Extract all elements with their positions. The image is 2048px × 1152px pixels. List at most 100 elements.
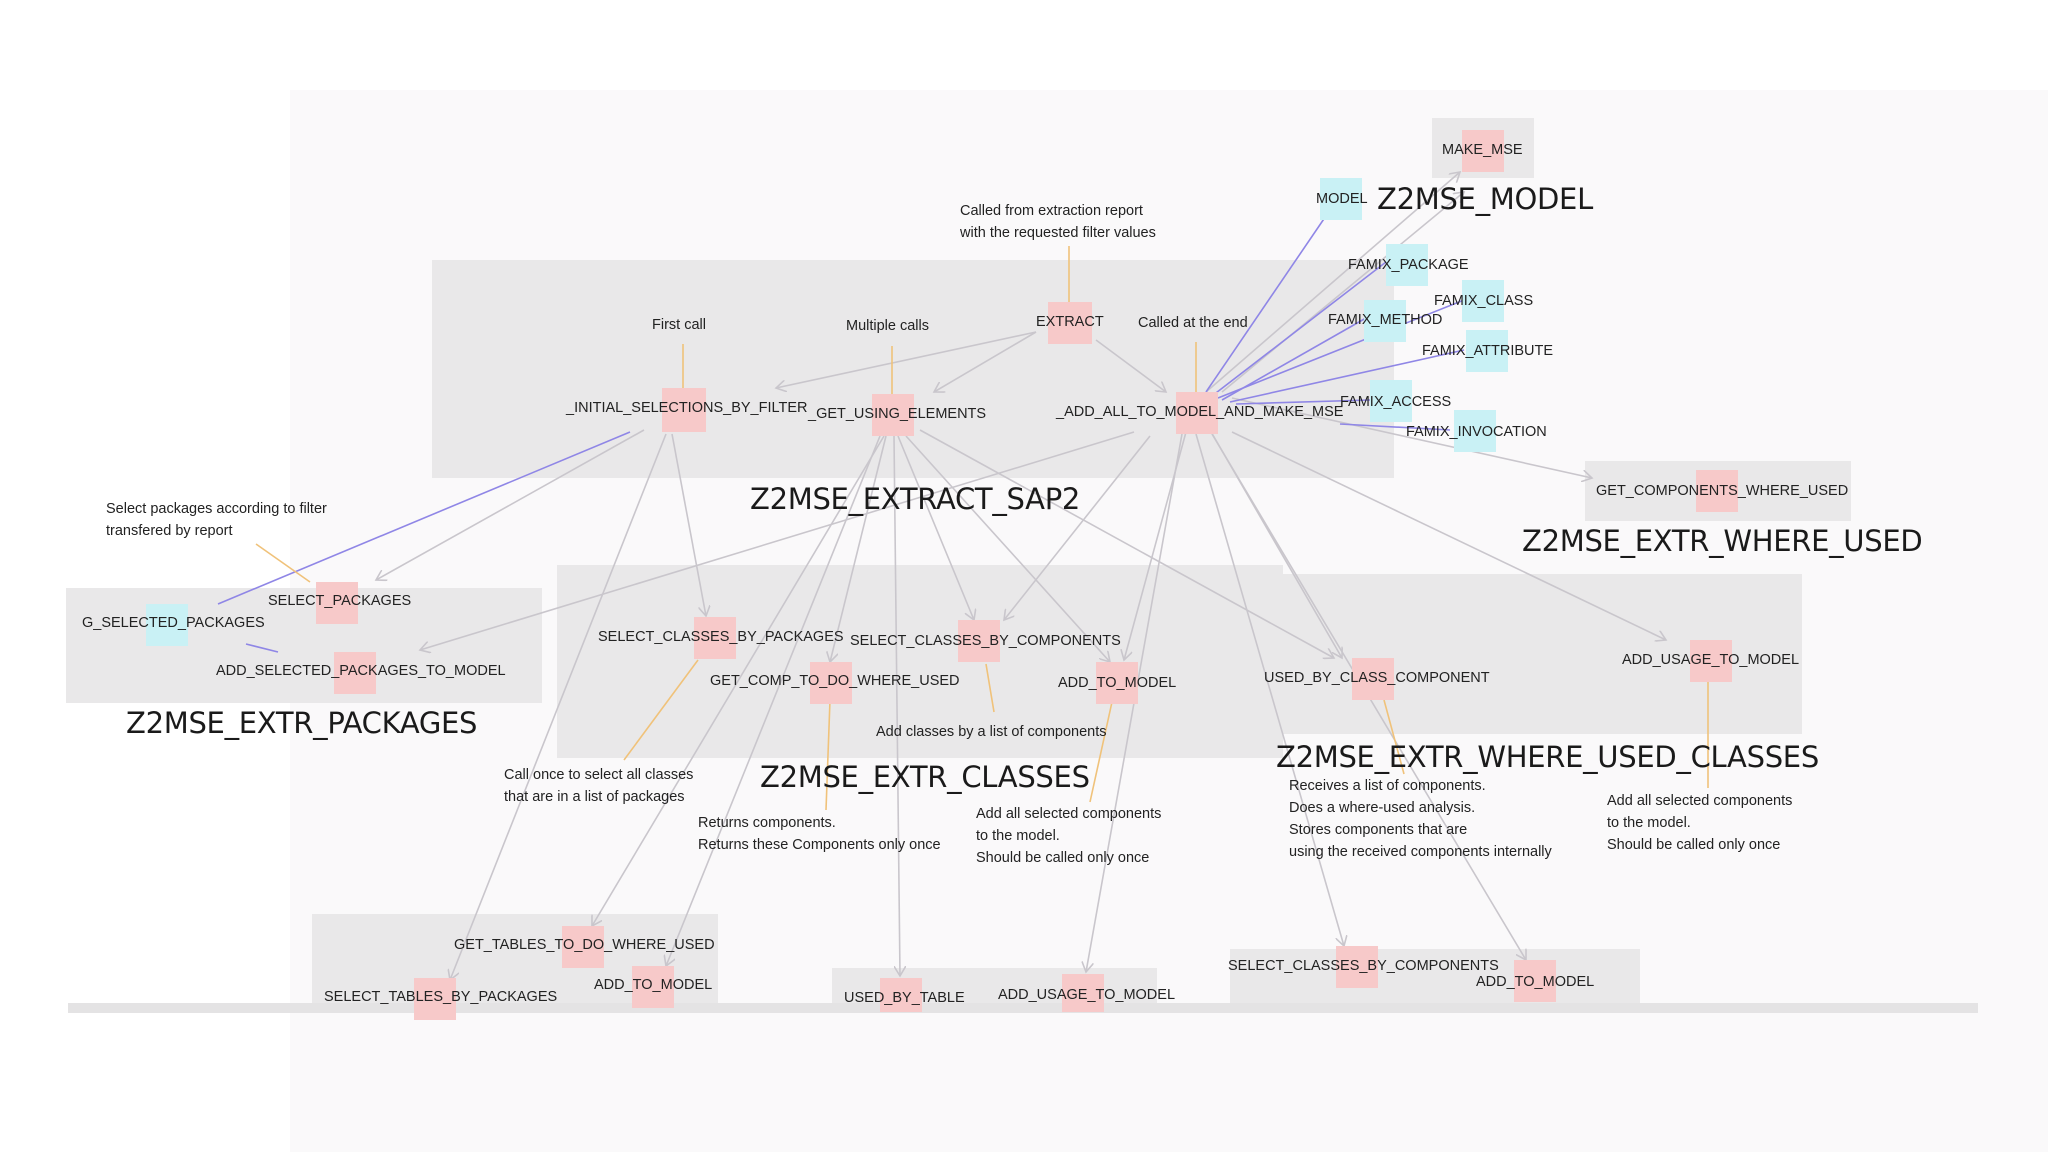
access-edge — [1211, 261, 1387, 397]
note-line: Returns these Components only once — [698, 837, 941, 853]
node-extract[interactable]: EXTRACT — [1036, 314, 1104, 330]
note-called-at-end: Called at the end — [1138, 312, 1248, 334]
add-usage-to-model-bottom-marker — [1062, 974, 1104, 1012]
note-line: Returns components. — [698, 815, 836, 831]
note-line: Does a where-used analysis. — [1289, 800, 1476, 816]
note-connector — [825, 699, 831, 811]
famix-class-marker — [1462, 280, 1504, 322]
node-select-classes-by-components-bottom[interactable]: SELECT_CLASSES_BY_COMPONENTS — [1228, 958, 1499, 974]
node-add-to-model-bottom[interactable]: ADD_TO_MODEL — [1476, 974, 1595, 990]
famix-access-marker — [1370, 380, 1412, 422]
call-edge — [776, 331, 1037, 388]
select-classes-by-components-bottom-marker — [1336, 946, 1378, 988]
node-select-classes-by-components[interactable]: SELECT_CLASSES_BY_COMPONENTS — [850, 633, 1121, 649]
node-select-classes-by-packages[interactable]: SELECT_CLASSES_BY_PACKAGES — [598, 629, 844, 645]
famix-invocation-marker — [1454, 410, 1496, 452]
node-initial-selections[interactable]: _INITIAL_SELECTIONS_BY_FILTER — [566, 400, 808, 416]
famix-package-marker — [1386, 244, 1428, 286]
add-to-model-tables-marker — [632, 966, 674, 1008]
call-edge — [905, 435, 1110, 662]
package-title-z2mse-model: Z2MSE_MODEL — [1377, 182, 1593, 216]
model-marker — [1320, 178, 1362, 220]
note-line: Called at the end — [1138, 315, 1248, 331]
call-edge — [666, 435, 881, 966]
note-called-from-report: Called from extraction report with the r… — [960, 200, 1156, 244]
node-select-packages[interactable]: SELECT_PACKAGES — [268, 593, 412, 609]
node-famix-class[interactable]: FAMIX_CLASS — [1434, 293, 1534, 309]
note-line: with the requested filter values — [960, 225, 1156, 241]
access-edge — [1229, 349, 1465, 403]
note-connector — [255, 543, 311, 583]
call-edge — [1205, 172, 1460, 393]
node-famix-method[interactable]: FAMIX_METHOD — [1328, 312, 1443, 328]
node-add-to-model-tables[interactable]: ADD_TO_MODEL — [594, 977, 713, 993]
node-famix-access[interactable]: FAMIX_ACCESS — [1340, 394, 1452, 410]
node-add-all-to-model[interactable]: _ADD_ALL_TO_MODEL_AND_MAKE_MSE — [1056, 404, 1344, 420]
package-title-z2mse-extract-sap2: Z2MSE_EXTRACT_SAP2 — [750, 482, 1081, 516]
access-edge — [245, 643, 279, 653]
select-tables-by-packages-marker — [414, 978, 456, 1020]
note-add-all-selected-2: Add all selected components to the model… — [1607, 790, 1792, 856]
access-edge — [1205, 209, 1331, 393]
node-add-usage-to-model-bottom[interactable]: ADD_USAGE_TO_MODEL — [998, 987, 1176, 1003]
note-line: Receives a list of components. — [1289, 778, 1486, 794]
access-edge — [1217, 299, 1465, 399]
note-line: Should be called only once — [1607, 837, 1781, 853]
call-edge — [592, 435, 885, 926]
get-comp-to-do-marker — [810, 662, 852, 704]
call-edge — [671, 433, 706, 616]
note-returns-components: Returns components. Returns these Compon… — [698, 812, 941, 856]
package-title-z2mse-extr-where-used-classes: Z2MSE_EXTR_WHERE_USED_CLASSES — [1276, 740, 1819, 774]
node-get-comp-to-do[interactable]: GET_COMP_TO_DO_WHERE_USED — [710, 673, 960, 689]
add-all-to-model-marker — [1176, 392, 1218, 434]
access-edge — [217, 431, 631, 605]
note-connector — [985, 663, 995, 713]
note-line: using the received components internally — [1289, 844, 1552, 860]
select-classes-by-packages-marker — [694, 617, 736, 659]
call-edge — [934, 331, 1037, 392]
note-line: transfered by report — [106, 523, 233, 539]
note-line: Add all selected components — [1607, 793, 1793, 809]
call-edge — [376, 429, 645, 580]
add-to-model-classes-marker — [1096, 662, 1138, 704]
node-add-usage-to-model-wuc[interactable]: ADD_USAGE_TO_MODEL — [1622, 652, 1800, 668]
node-get-components-where-used[interactable]: GET_COMPONENTS_WHERE_USED — [1596, 483, 1849, 499]
node-used-by-class-component[interactable]: USED_BY_CLASS_COMPONENT — [1264, 670, 1490, 686]
access-edge — [1221, 317, 1367, 401]
node-get-tables-to-do[interactable]: GET_TABLES_TO_DO_WHERE_USED — [454, 937, 715, 953]
access-edge — [1235, 399, 1371, 405]
node-famix-attribute[interactable]: FAMIX_ATTRIBUTE — [1422, 343, 1554, 359]
node-famix-invocation[interactable]: FAMIX_INVOCATION — [1406, 424, 1547, 440]
node-get-using-elements[interactable]: _GET_USING_ELEMENTS — [808, 406, 987, 422]
add-selected-packages-marker — [334, 652, 376, 694]
node-add-to-model-classes[interactable]: ADD_TO_MODEL — [1058, 675, 1177, 691]
used-by-class-component-marker — [1352, 658, 1394, 700]
node-used-by-table[interactable]: USED_BY_TABLE — [844, 990, 965, 1006]
g-selected-packages-marker — [146, 604, 188, 646]
node-famix-package[interactable]: FAMIX_PACKAGE — [1348, 257, 1469, 273]
note-edges — [255, 246, 1709, 811]
node-model[interactable]: MODEL — [1316, 191, 1368, 207]
access-edge — [1339, 423, 1451, 431]
call-edge — [420, 431, 1135, 650]
note-line: that are in a list of packages — [504, 789, 685, 805]
note-receives-list: Receives a list of components. Does a wh… — [1289, 775, 1552, 863]
node-add-selected-packages[interactable]: ADD_SELECTED_PACKAGES_TO_MODEL — [216, 663, 506, 679]
node-g-selected-packages[interactable]: G_SELECTED_PACKAGES — [82, 615, 265, 631]
group-classes-bottom — [1230, 949, 1640, 1007]
package-title-z2mse-extr-where-used: Z2MSE_EXTR_WHERE_USED — [1522, 524, 1923, 558]
make-mse-marker — [1462, 130, 1504, 172]
node-select-tables-by-packages[interactable]: SELECT_TABLES_BY_PACKAGES — [324, 989, 558, 1005]
call-edge — [1195, 433, 1344, 946]
note-call-once: Call once to select all classes that are… — [504, 764, 693, 808]
call-edge — [1095, 339, 1166, 392]
extract-marker — [1048, 302, 1092, 344]
call-edge — [897, 435, 974, 620]
note-line: Multiple calls — [846, 318, 929, 334]
node-make-mse[interactable]: MAKE_MSE — [1442, 142, 1523, 158]
call-edge — [1231, 397, 1592, 478]
famix-attribute-marker — [1466, 330, 1508, 372]
package-title-z2mse-extr-packages: Z2MSE_EXTR_PACKAGES — [126, 706, 478, 740]
note-connector — [623, 659, 699, 761]
note-add-all-selected: Add all selected components to the model… — [976, 803, 1161, 869]
